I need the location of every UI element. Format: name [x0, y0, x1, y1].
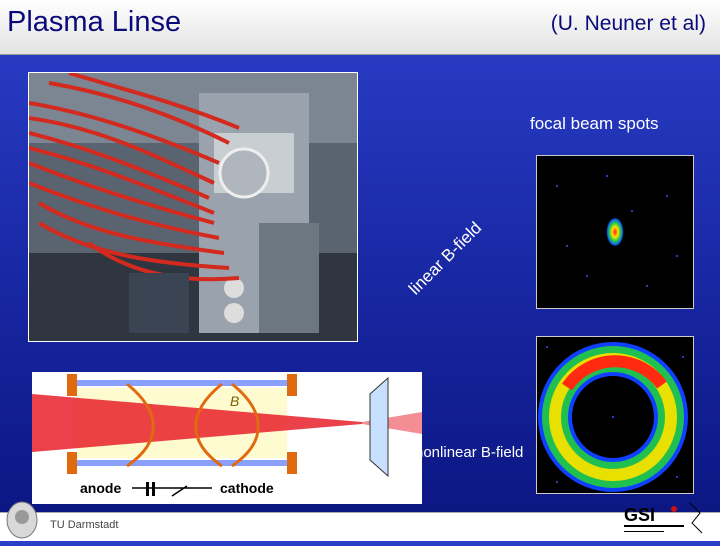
university-seal-logo — [4, 499, 40, 541]
focal-spot-linear-image — [536, 155, 694, 309]
nonlinear-b-field-text: nonlinear B-field — [415, 444, 524, 461]
plasma-lens-diagram: B anode cathode — [32, 372, 422, 504]
slide-header: Plasma Linse (U. Neuner et al) — [0, 0, 720, 55]
anode-label: anode — [80, 480, 121, 496]
gsi-logo-text: GSI — [624, 505, 655, 525]
cathode-label: cathode — [220, 480, 274, 496]
gsi-logo: GSI — [612, 499, 712, 541]
focal-beam-spots-label: focal beam spots — [530, 114, 659, 133]
nonlinear-b-field-label: nonlinear B-field — [415, 444, 536, 461]
footer-institution: TU Darmstadt — [50, 519, 119, 531]
linear-b-field-label: linear B-field — [405, 218, 486, 299]
slide-authors: (U. Neuner et al) — [550, 12, 706, 35]
apparatus-photo — [28, 72, 358, 342]
focal-spot-nonlinear-image — [536, 336, 694, 494]
slide-title: Plasma Linse — [7, 6, 182, 38]
field-symbol-b: B — [230, 393, 239, 409]
slide-footer: TU Darmstadt GSI — [0, 501, 720, 541]
